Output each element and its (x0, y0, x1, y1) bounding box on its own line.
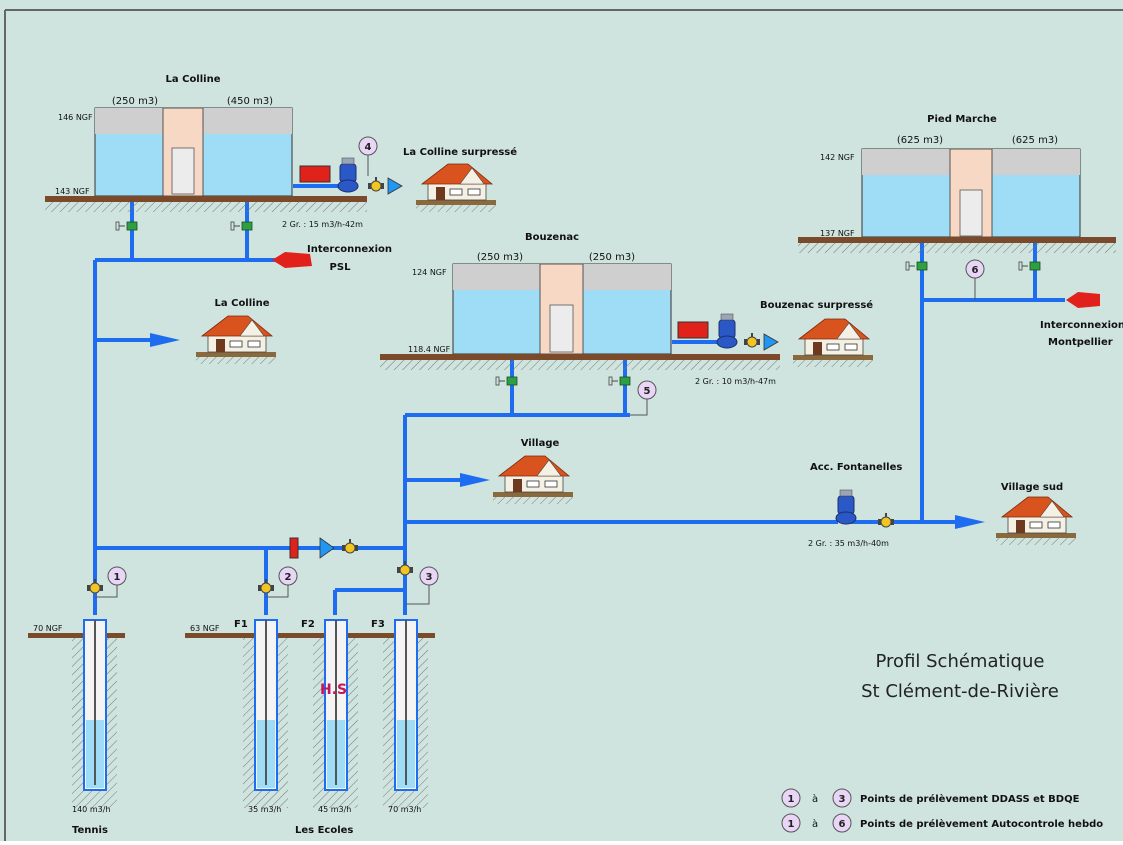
la-colline-bottom-level: 143 NGF (55, 187, 90, 196)
la-colline-pump-spec: 2 Gr. : 15 m3/h-42m (282, 220, 363, 229)
house-label-la-colline: La Colline (215, 298, 270, 309)
interconnexion-arrows (272, 252, 1100, 308)
svg-text:3: 3 (839, 794, 846, 805)
flow-f1: 35 m3/h (248, 805, 281, 814)
interconnexion-psl-line1: Interconnexion (307, 244, 392, 255)
pied-marche-bottom-level: 137 NGF (820, 229, 855, 238)
svg-text:2: 2 (285, 572, 292, 583)
pied-marche-vol-left: (625 m3) (897, 135, 943, 146)
well-f1-label: F1 (234, 619, 248, 630)
flow-f2: 45 m3/h (318, 805, 351, 814)
pied-marche-top-level: 142 NGF (820, 153, 855, 162)
svg-text:6: 6 (972, 265, 979, 276)
la-colline-vol-left: (250 m3) (112, 96, 158, 107)
group-tennis: Tennis (72, 825, 108, 836)
svg-text:Points de prélèvement Autocont: Points de prélèvement Autocontrole hebdo (860, 818, 1103, 830)
house-label-village: Village (521, 438, 560, 449)
fontanelles-name: Acc. Fontanelles (810, 462, 902, 473)
la-colline-pump-control (299, 165, 331, 183)
interconnexion-psl-line2: PSL (330, 262, 352, 273)
sampling-point-2: 2 (266, 566, 298, 598)
flow-f3: 70 m3/h (388, 805, 421, 814)
house-label-bouzenac-surpresse: Bouzenac surpressé (760, 299, 873, 311)
check-valve-icon (319, 537, 335, 559)
svg-text:Points de prélèvement DDASS et: Points de prélèvement DDASS et BDQE (860, 793, 1080, 805)
pressure-reducer-icon (289, 537, 299, 559)
wells (72, 619, 428, 808)
group-ecoles: Les Ecoles (295, 825, 353, 836)
well-ground-lines (28, 633, 435, 638)
house-label-village-sud: Village sud (1001, 482, 1063, 493)
svg-text:à: à (812, 793, 818, 805)
bouzenac-top-level: 124 NGF (412, 268, 447, 277)
legend: 1 à 3 Points de prélèvement DDASS et BDQ… (781, 788, 1103, 833)
sampling-point-6: 6 (965, 259, 985, 300)
la-colline-name: La Colline (166, 74, 221, 85)
sampling-point-1: 1 (95, 566, 127, 598)
la-colline-top-level: 146 NGF (58, 113, 93, 122)
bouzenac-vol-right: (250 m3) (589, 252, 635, 263)
well-f2-hs: H.S (320, 682, 347, 698)
svg-text:1: 1 (788, 819, 795, 830)
sampling-point-4: 4 (358, 136, 378, 176)
flow-tennis: 140 m3/h (72, 805, 110, 814)
la-colline-vol-right: (450 m3) (227, 96, 273, 107)
pied-marche-vol-right: (625 m3) (1012, 135, 1058, 146)
house-label-la-colline-surpresse: La Colline surpressé (403, 146, 517, 158)
bouzenac-vol-left: (250 m3) (477, 252, 523, 263)
check-valve-icon (387, 177, 403, 195)
well-f3-label: F3 (371, 619, 385, 630)
check-valve-icon (763, 333, 779, 351)
svg-text:1: 1 (788, 794, 795, 805)
bouzenac-pump-control (677, 321, 709, 339)
svg-text:3: 3 (426, 572, 433, 583)
title-line1: Profil Schématique (876, 651, 1045, 672)
pied-marche-name: Pied Marche (927, 114, 997, 125)
reservoir-la-colline (45, 107, 367, 212)
well-f2-label: F2 (301, 619, 315, 630)
bouzenac-name: Bouzenac (525, 232, 579, 243)
interconnexion-montpellier-line2: Montpellier (1048, 337, 1113, 348)
svg-text:4: 4 (365, 142, 372, 153)
level-tennis: 70 NGF (33, 624, 63, 633)
fontanelles-pump-spec: 2 Gr. : 35 m3/h-40m (808, 539, 889, 548)
svg-text:1: 1 (114, 572, 121, 583)
svg-text:à: à (812, 818, 818, 830)
interconnexion-montpellier-line1: Interconnexion (1040, 320, 1123, 331)
reservoir-pied-marche (798, 148, 1116, 253)
svg-text:6: 6 (839, 819, 846, 830)
reservoir-bouzenac (380, 263, 780, 370)
bouzenac-bottom-level: 118.4 NGF (408, 345, 451, 354)
svg-text:5: 5 (644, 386, 651, 397)
sampling-point-3: 3 (405, 566, 439, 605)
bouzenac-pump-spec: 2 Gr. : 10 m3/h-47m (695, 377, 776, 386)
level-ecoles: 63 NGF (190, 624, 220, 633)
flow-arrows (150, 333, 985, 529)
title-line2: St Clément-de-Rivière (861, 681, 1059, 702)
sampling-point-5: 5 (630, 380, 657, 416)
